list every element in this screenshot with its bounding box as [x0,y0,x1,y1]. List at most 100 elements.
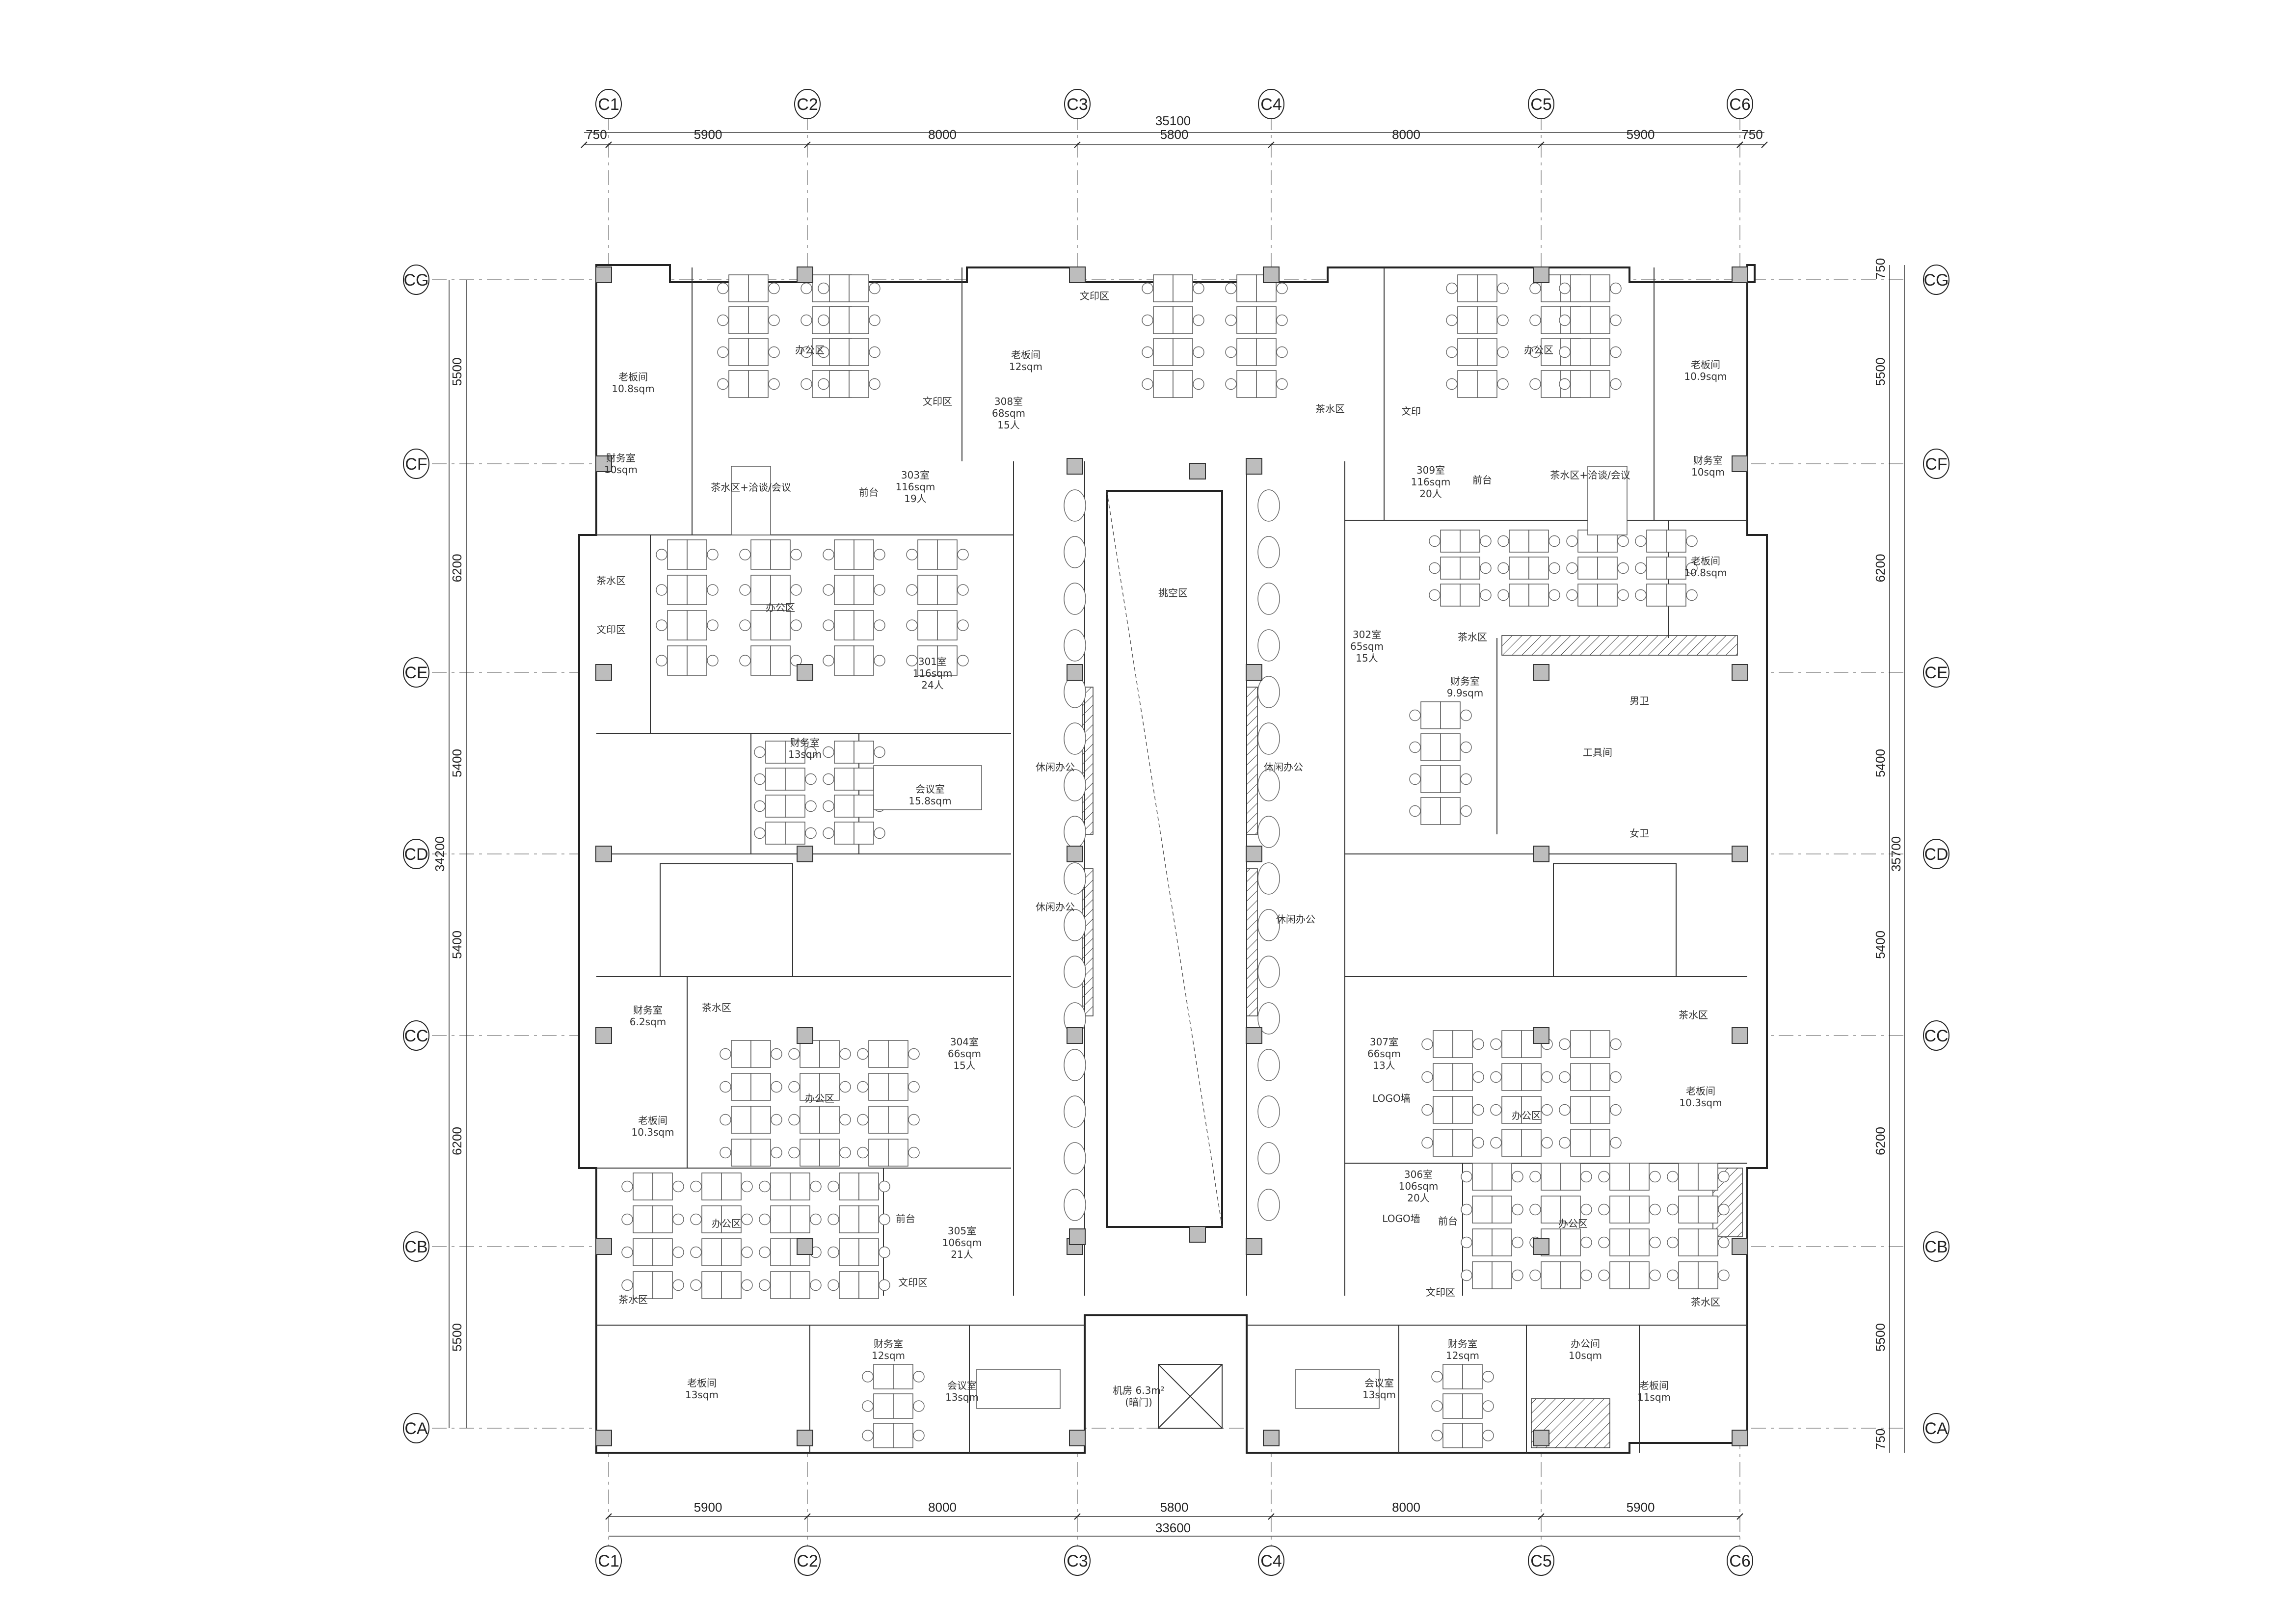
room-label-boss-307: 10.3sqm [1679,1097,1722,1109]
desk [750,610,771,640]
structural-column [595,846,612,862]
desk [1420,733,1441,761]
chair [1635,535,1647,547]
chair [621,1213,633,1225]
chair [672,1180,684,1193]
dim-top-seg: 750 [586,127,607,142]
desk [1492,1228,1512,1256]
axis-col-bottom-bubble [1258,1545,1284,1576]
chair [1276,378,1288,390]
desk [1528,557,1549,580]
structural-column [1069,1228,1086,1245]
axis-col-top-label: C2 [797,95,818,114]
desk [800,1139,820,1167]
chair [672,1246,684,1258]
desk [1433,1129,1453,1157]
chair [823,746,834,758]
chair [788,1146,800,1159]
room-label-302: 15人 [1356,652,1378,664]
room-label-finance-ul: 10sqm [604,464,638,476]
desk [1590,1129,1610,1157]
desk [1541,1163,1561,1191]
desk [1153,338,1174,366]
desk [1590,1030,1610,1058]
structural-column [1246,458,1262,475]
desk [1629,1163,1650,1191]
desk [1440,557,1461,580]
desk [1570,1030,1591,1058]
desk [1440,733,1461,761]
desk [687,575,707,605]
room-label-boss-ur: 10.9sqm [1684,371,1727,382]
axis-col-bottom-label: C5 [1530,1552,1551,1571]
chair [1667,1236,1679,1249]
chair [1718,1269,1730,1281]
room-label-office-301: 办公区 [766,602,795,613]
desk [1153,274,1174,302]
chair [1472,1137,1484,1149]
room-label-303: 19人 [904,493,926,505]
chair [741,1279,753,1291]
desk [1570,306,1591,334]
room-label-front-309: 前台 [1472,474,1492,486]
desk [873,1364,894,1389]
desk [1472,1261,1493,1289]
chair [1548,589,1560,601]
desk [1256,370,1277,398]
desk [1440,530,1461,553]
desk [849,370,869,398]
chair [1193,346,1204,358]
desk [937,610,958,640]
chair [1529,378,1541,390]
chair [1529,1171,1541,1183]
chair [720,1048,731,1060]
chair [913,1371,925,1383]
chair [1497,314,1509,326]
room-label-office-304: 办公区 [805,1092,834,1104]
desk [1236,306,1257,334]
axis-col-top-bubble [1064,89,1091,119]
room-label-meeting-ll: 13sqm [945,1391,979,1403]
desk [1509,530,1529,553]
room-label-307: 13人 [1373,1060,1395,1071]
chair [1598,1203,1610,1216]
chair [1512,1203,1523,1216]
chair [1512,1269,1523,1281]
chair [823,549,834,560]
room-label-meeting-lr: 会议室 [1364,1377,1394,1389]
room-label-male-wc: 男卫 [1629,695,1649,707]
room-label-finance-ll: 财务室 [874,1338,903,1350]
desk [667,645,688,676]
atrium-diagonal [1106,490,1223,1227]
desk [1678,1228,1699,1256]
chair [1142,346,1153,358]
desk [1460,530,1480,553]
hatch-wall-2 [1082,868,1094,1016]
desk [633,1205,653,1233]
desk [834,795,854,818]
desk [1472,1196,1493,1224]
desk [1457,338,1478,366]
structural-column [1189,1226,1206,1243]
axis-col-top-label: C1 [598,95,619,114]
structural-column [1246,846,1262,862]
desk [1597,584,1618,607]
axis-col-top-bubble [1528,89,1554,119]
desk [731,1139,751,1167]
chair [621,1279,633,1291]
desk [1433,1063,1453,1091]
desk [1541,370,1561,398]
axis-row-right-bubble [1923,1413,1949,1443]
axis-col-top-label: C5 [1530,95,1551,114]
chair [690,1279,702,1291]
desk [1541,338,1561,366]
dim-bottom-seg: 8000 [1392,1500,1420,1515]
room-label-boss-lr: 11sqm [1637,1391,1671,1403]
chair [707,655,719,666]
desk [687,610,707,640]
chair [759,1180,771,1193]
chair [906,655,918,666]
chair [1142,314,1153,326]
room-label-machine: 机房 6.3m² [1113,1384,1165,1396]
room-label-boss-304: 10.3sqm [631,1126,674,1138]
